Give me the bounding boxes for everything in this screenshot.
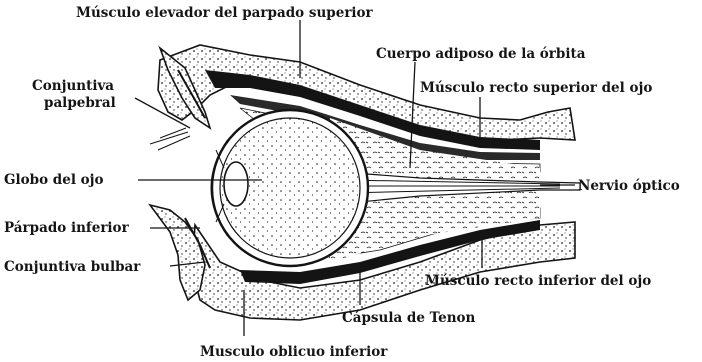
label-inferior-oblique: Musculo oblicuo inferior: [200, 344, 388, 360]
lens: [224, 162, 248, 206]
lower-eyelid: [150, 205, 205, 300]
label-adipose: Cuerpo adiposo de la órbita: [376, 46, 586, 62]
label-levator: Músculo elevador del parpado superior: [76, 5, 374, 21]
label-superior-rectus: Músculo recto superior del ojo: [420, 80, 652, 96]
upper-eyelashes: [150, 128, 190, 150]
label-conjunctiva-bulbar: Conjuntiva bulbar: [4, 259, 141, 275]
label-lower-eyelid: Párpado inferior: [4, 220, 130, 236]
label-conjunctiva-palpebral-1: Conjuntiva: [32, 78, 114, 94]
label-globe: Globo del ojo: [4, 172, 104, 188]
label-conjunctiva-palpebral-2: palpebral: [44, 95, 116, 111]
label-inferior-rectus: Músculo recto inferior del ojo: [425, 273, 651, 289]
label-tenon: Cápsula de Tenon: [342, 310, 476, 326]
label-optic-nerve: Nervio óptico: [578, 178, 680, 194]
